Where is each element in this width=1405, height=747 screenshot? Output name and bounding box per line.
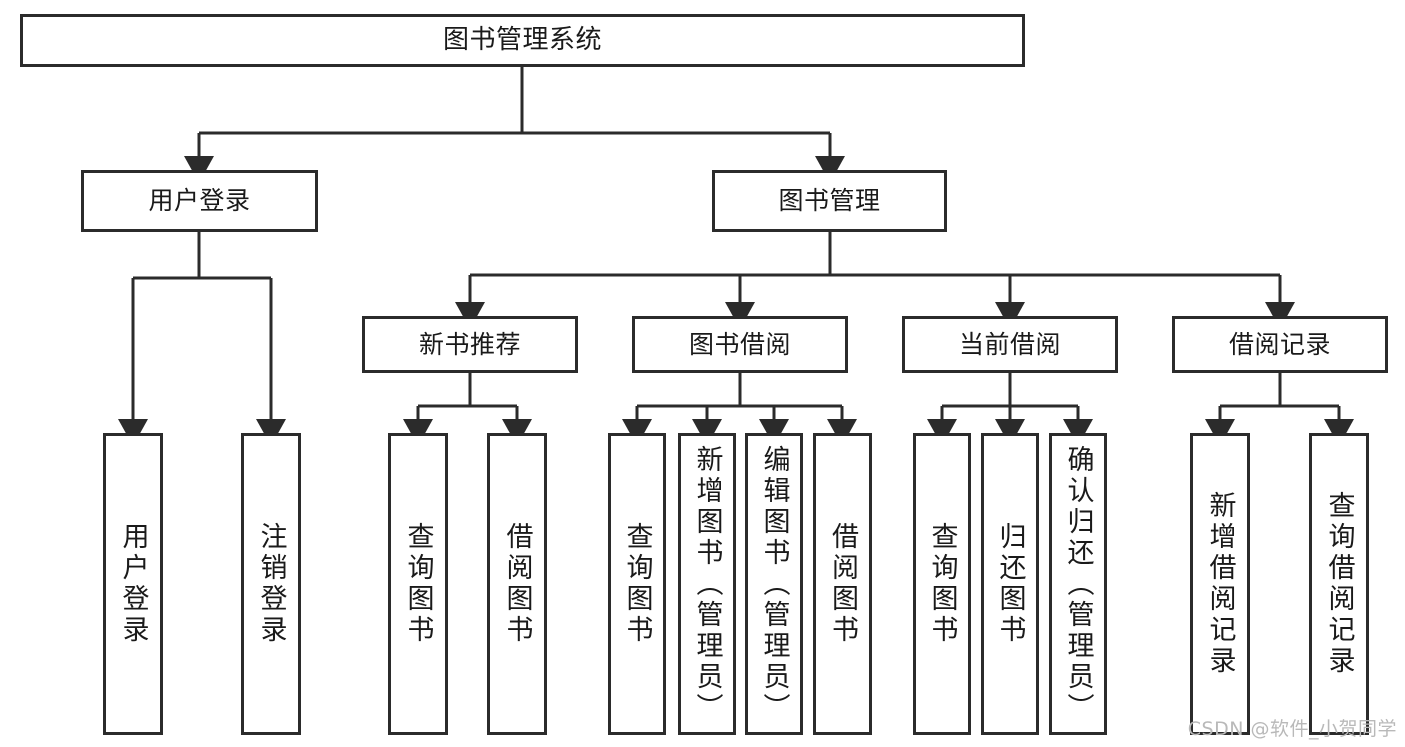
node-leaf-add-book[interactable]: 新增图书（管理员） (678, 433, 736, 735)
node-leaf-query-book-rec[interactable]: 查询图书 (388, 433, 448, 735)
node-leaf-confirm-return-label: 确认归还（管理员） (1062, 444, 1094, 724)
node-leaf-return-book-label: 归还图书 (994, 522, 1026, 646)
node-leaf-query-book-rec-label: 查询图书 (402, 522, 434, 646)
node-leaf-borrow-book-label: 借阅图书 (827, 522, 858, 646)
node-leaf-confirm-return[interactable]: 确认归还（管理员） (1049, 433, 1107, 735)
node-user-login-label: 用户登录 (148, 186, 251, 216)
csdn-watermark: CSDN @软件_小贺同学 (1187, 718, 1397, 740)
node-leaf-query-book-cur-label: 查询图书 (926, 522, 958, 646)
node-new-book-rec[interactable]: 新书推荐 (362, 316, 578, 373)
node-user-login[interactable]: 用户登录 (81, 170, 318, 232)
node-book-borrow-label: 图书借阅 (688, 329, 791, 359)
node-leaf-user-logout[interactable]: 注销登录 (241, 433, 301, 735)
node-root[interactable]: 图书管理系统 (20, 14, 1025, 67)
node-root-label: 图书管理系统 (442, 25, 602, 56)
node-leaf-add-book-label: 新增图书（管理员） (691, 444, 723, 724)
node-book-borrow[interactable]: 图书借阅 (632, 316, 848, 373)
node-current-borrow-label: 当前借阅 (958, 329, 1061, 359)
node-leaf-borrow-book[interactable]: 借阅图书 (813, 433, 872, 735)
node-new-book-rec-label: 新书推荐 (418, 329, 521, 359)
node-leaf-add-record[interactable]: 新增借阅记录 (1190, 433, 1250, 735)
node-leaf-add-record-label: 新增借阅记录 (1204, 491, 1236, 677)
node-leaf-query-book-borrow-label: 查询图书 (621, 522, 653, 646)
node-leaf-user-logout-label: 注销登录 (255, 522, 287, 646)
node-leaf-edit-book-label: 编辑图书（管理员） (758, 444, 790, 724)
node-leaf-edit-book[interactable]: 编辑图书（管理员） (745, 433, 803, 735)
node-current-borrow[interactable]: 当前借阅 (902, 316, 1118, 373)
node-leaf-borrow-book-rec-label: 借阅图书 (501, 522, 533, 646)
node-leaf-return-book[interactable]: 归还图书 (981, 433, 1039, 735)
node-leaf-query-record-label: 查询借阅记录 (1323, 491, 1355, 677)
node-borrow-record-label: 借阅记录 (1228, 329, 1331, 359)
node-leaf-query-book-borrow[interactable]: 查询图书 (608, 433, 666, 735)
node-leaf-user-login-label: 用户登录 (117, 522, 149, 646)
node-leaf-user-login[interactable]: 用户登录 (103, 433, 163, 735)
node-leaf-query-record[interactable]: 查询借阅记录 (1309, 433, 1369, 735)
node-book-manage[interactable]: 图书管理 (712, 170, 947, 232)
node-leaf-query-book-cur[interactable]: 查询图书 (913, 433, 971, 735)
node-borrow-record[interactable]: 借阅记录 (1172, 316, 1388, 373)
node-leaf-borrow-book-rec[interactable]: 借阅图书 (487, 433, 547, 735)
node-book-manage-label: 图书管理 (778, 186, 881, 216)
